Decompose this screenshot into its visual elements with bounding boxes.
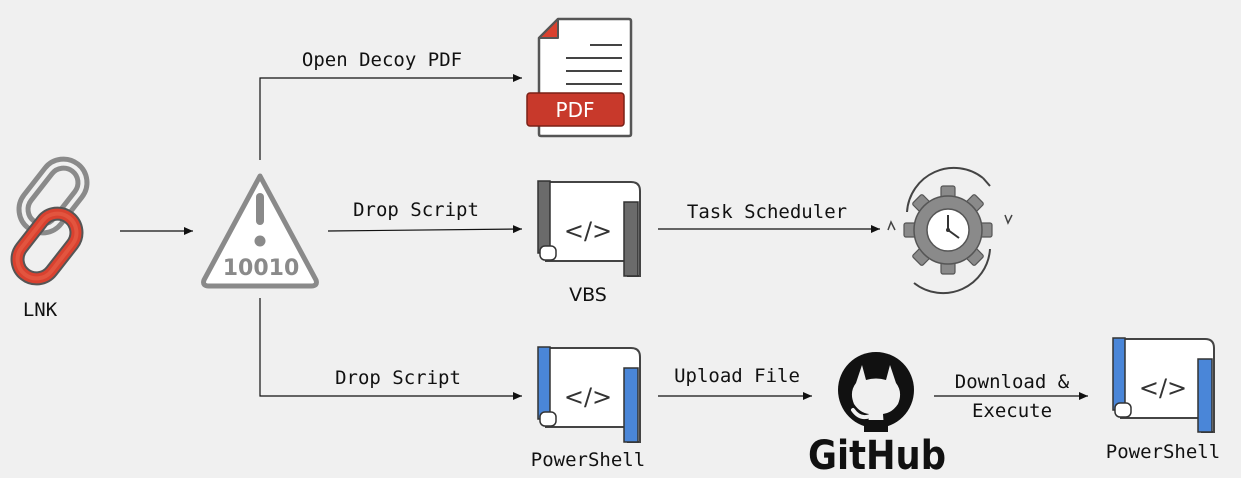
pdf-document-icon: PDF — [526, 17, 633, 138]
edge-label-drop-ps: Drop Script — [335, 367, 461, 389]
arrow-payload-to-pdf — [259, 74, 522, 160]
lnk-label: LNK — [23, 299, 58, 321]
edge-label-execute: Execute — [972, 400, 1052, 422]
arrow-payload-to-powershell — [259, 298, 522, 400]
vbs-code-glyph: </> — [564, 217, 612, 245]
warning-binary-icon: 10010 — [201, 173, 319, 289]
script-scroll-icon: </> — [537, 180, 641, 277]
edge-label-task-scheduler: Task Scheduler — [687, 201, 847, 223]
powershell-code-glyph: </> — [564, 383, 612, 411]
powershell-drop-label: PowerShell — [531, 449, 645, 471]
powershell-exec-code-glyph: </> — [1139, 374, 1187, 402]
chain-link-icon — [10, 156, 90, 286]
connectors — [120, 74, 1088, 400]
edge-label-download: Download & — [955, 371, 1070, 393]
gear-clock-icon — [887, 166, 1013, 295]
script-scroll-icon: </> — [537, 346, 641, 443]
arrow-payload-to-vbs — [327, 225, 523, 234]
github-wordmark: GitHub — [808, 433, 946, 478]
edge-label-open-decoy: Open Decoy PDF — [302, 49, 462, 71]
script-scroll-icon: </> — [1112, 337, 1215, 433]
pdf-badge: PDF — [556, 98, 595, 122]
binary-text: 10010 — [223, 256, 300, 281]
edge-label-drop-vbs: Drop Script — [353, 199, 479, 221]
edge-label-upload-file: Upload File — [674, 365, 800, 387]
github-octocat-icon: GitHub — [808, 352, 946, 478]
powershell-exec-label: PowerShell — [1106, 441, 1220, 463]
vbs-label: VBS — [569, 284, 607, 306]
